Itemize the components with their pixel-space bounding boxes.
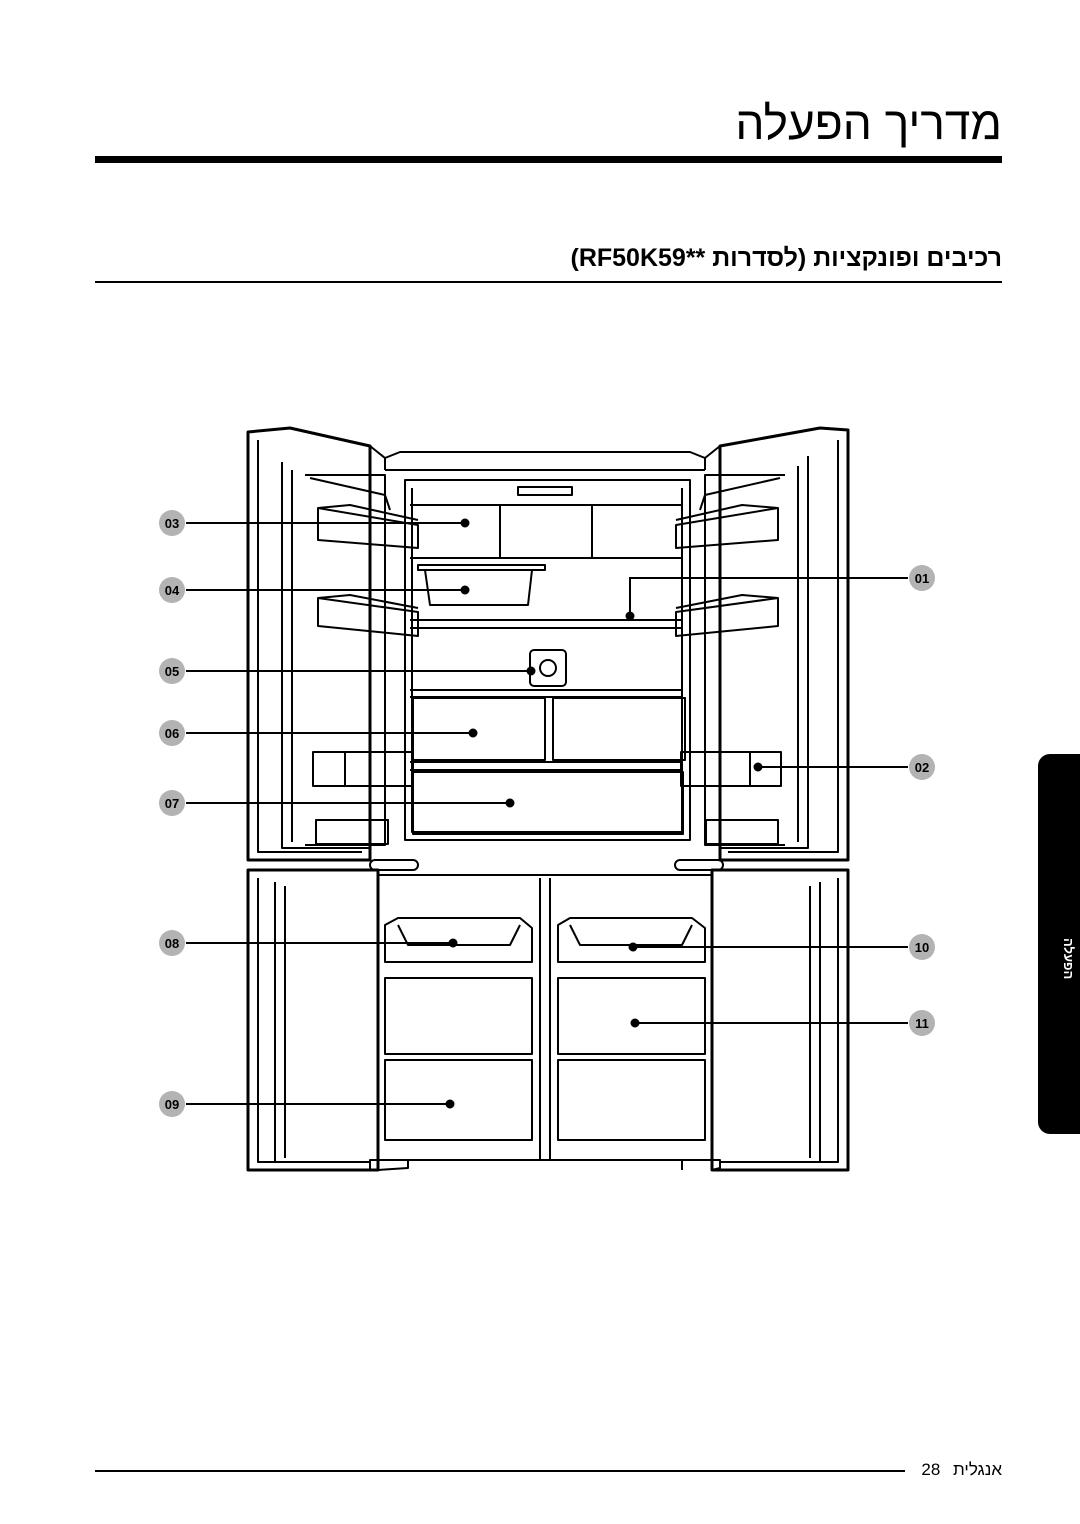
page-title: מדריך הפעלה (735, 97, 1002, 149)
title-rule (95, 156, 1002, 163)
callout-07-label: 07 (165, 796, 179, 811)
callouts: 03 04 05 06 07 (159, 510, 935, 1117)
refrigerator-drawing (246, 426, 850, 1172)
callout-02: 02 (753, 754, 935, 780)
callout-04-label: 04 (165, 583, 180, 598)
callout-10: 10 (628, 934, 935, 960)
callout-03: 03 (159, 510, 470, 536)
callout-06: 06 (159, 720, 478, 746)
callout-04: 04 (159, 577, 470, 603)
callout-07: 07 (159, 790, 515, 816)
footer-rule (95, 1470, 905, 1472)
callout-01-label: 01 (915, 571, 929, 586)
side-tab-label: הפעלה (1061, 938, 1076, 980)
callout-03-label: 03 (165, 516, 179, 531)
page-number: 28 (921, 1460, 941, 1479)
footer-label: אנגלית (953, 1460, 1002, 1479)
callout-09-label: 09 (165, 1097, 179, 1112)
callout-06-label: 06 (165, 726, 179, 741)
callout-02-label: 02 (915, 760, 929, 775)
page-footer: אנגלית 28 (921, 1460, 1002, 1480)
section-side-tab (1038, 754, 1080, 1134)
callout-11-label: 11 (915, 1016, 929, 1031)
callout-05-label: 05 (165, 664, 179, 679)
callout-10-label: 10 (915, 940, 929, 955)
callout-05: 05 (159, 658, 536, 684)
callout-08-label: 08 (165, 936, 179, 951)
callout-09: 09 (159, 1091, 455, 1117)
callout-08: 08 (159, 930, 458, 956)
section-subtitle: רכיבים ופונקציות (לסדרות **RF50K59) (570, 244, 1003, 272)
subtitle-rule (95, 281, 1002, 283)
callout-01: 01 (625, 565, 935, 621)
callout-11: 11 (630, 1010, 935, 1036)
